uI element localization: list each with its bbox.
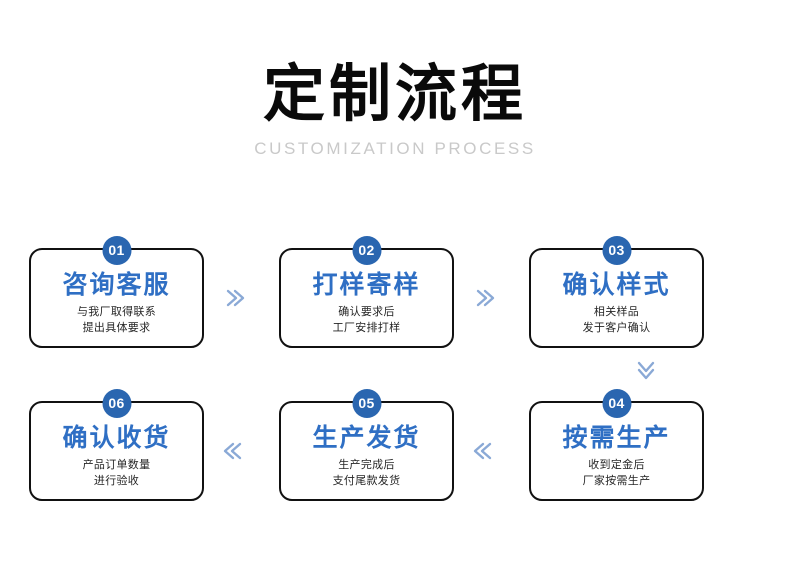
step-description-line-1: 生产完成后 xyxy=(338,459,395,472)
process-row-top: 01 咨询客服 与我厂取得联系 提出具体要求 02 打样寄样 确认要求后 工厂 xyxy=(25,236,765,348)
step-description: 产品订单数量 进行验收 xyxy=(31,458,202,489)
step-title: 生产发货 xyxy=(312,424,421,452)
step-description-line-2: 工厂安排打样 xyxy=(332,321,401,334)
step-description: 收到定金后 厂家按需生产 xyxy=(531,458,702,489)
step-description-line-2: 进行验收 xyxy=(93,474,140,487)
step-description: 生产完成后 支付尾款发货 xyxy=(281,458,452,489)
process-row-bottom: 06 确认收货 产品订单数量 进行验收 05 生产发货 生产完成后 支付尾款发 xyxy=(25,389,765,501)
step-description-line-2: 提出具体要求 xyxy=(82,321,151,334)
step-card-04[interactable]: 04 按需生产 收到定金后 厂家按需生产 xyxy=(529,389,704,501)
step-description: 与我厂取得联系 提出具体要求 xyxy=(31,305,202,336)
step-description-line-2: 发于客户确认 xyxy=(582,321,651,334)
step-number-badge: 04 xyxy=(602,389,631,418)
step-card-03[interactable]: 03 确认样式 相关样品 发于客户确认 xyxy=(529,236,704,348)
step-title: 确认样式 xyxy=(562,271,671,299)
double-chevron-left-icon xyxy=(220,437,248,465)
step-number-badge: 01 xyxy=(102,236,131,265)
step-description-line-2: 厂家按需生产 xyxy=(582,474,651,487)
double-chevron-down-icon xyxy=(632,355,660,383)
step-title: 打样寄样 xyxy=(312,271,421,299)
page-title: 定制流程 xyxy=(262,60,527,129)
step-card-05[interactable]: 05 生产发货 生产完成后 支付尾款发货 xyxy=(279,389,454,501)
step-title: 咨询客服 xyxy=(62,271,171,299)
step-number-badge: 03 xyxy=(602,236,631,265)
process-flow: 01 咨询客服 与我厂取得联系 提出具体要求 02 打样寄样 确认要求后 工厂 xyxy=(0,236,790,501)
step-title: 确认收货 xyxy=(62,424,171,452)
step-description: 相关样品 发于客户确认 xyxy=(531,305,702,336)
step-card-01[interactable]: 01 咨询客服 与我厂取得联系 提出具体要求 xyxy=(29,236,204,348)
double-chevron-right-icon xyxy=(470,284,498,312)
step-title: 按需生产 xyxy=(562,424,671,452)
step-number-badge: 06 xyxy=(102,389,131,418)
double-chevron-left-icon xyxy=(470,437,498,465)
page-subtitle: CUSTOMIZATION PROCESS xyxy=(254,138,536,158)
step-number-badge: 05 xyxy=(352,389,381,418)
step-description-line-1: 收到定金后 xyxy=(588,459,645,472)
step-description-line-1: 与我厂取得联系 xyxy=(76,306,157,319)
step-description-line-2: 支付尾款发货 xyxy=(332,474,401,487)
step-number-badge: 02 xyxy=(352,236,381,265)
step-card-02[interactable]: 02 打样寄样 确认要求后 工厂安排打样 xyxy=(279,236,454,348)
step-description-line-1: 产品订单数量 xyxy=(82,459,151,472)
step-card-06[interactable]: 06 确认收货 产品订单数量 进行验收 xyxy=(29,389,204,501)
step-description-line-1: 确认要求后 xyxy=(338,306,395,319)
step-description: 确认要求后 工厂安排打样 xyxy=(281,305,452,336)
header: 定制流程 CUSTOMIZATION PROCESS xyxy=(0,62,790,157)
double-chevron-right-icon xyxy=(220,284,248,312)
step-description-line-1: 相关样品 xyxy=(593,306,640,319)
